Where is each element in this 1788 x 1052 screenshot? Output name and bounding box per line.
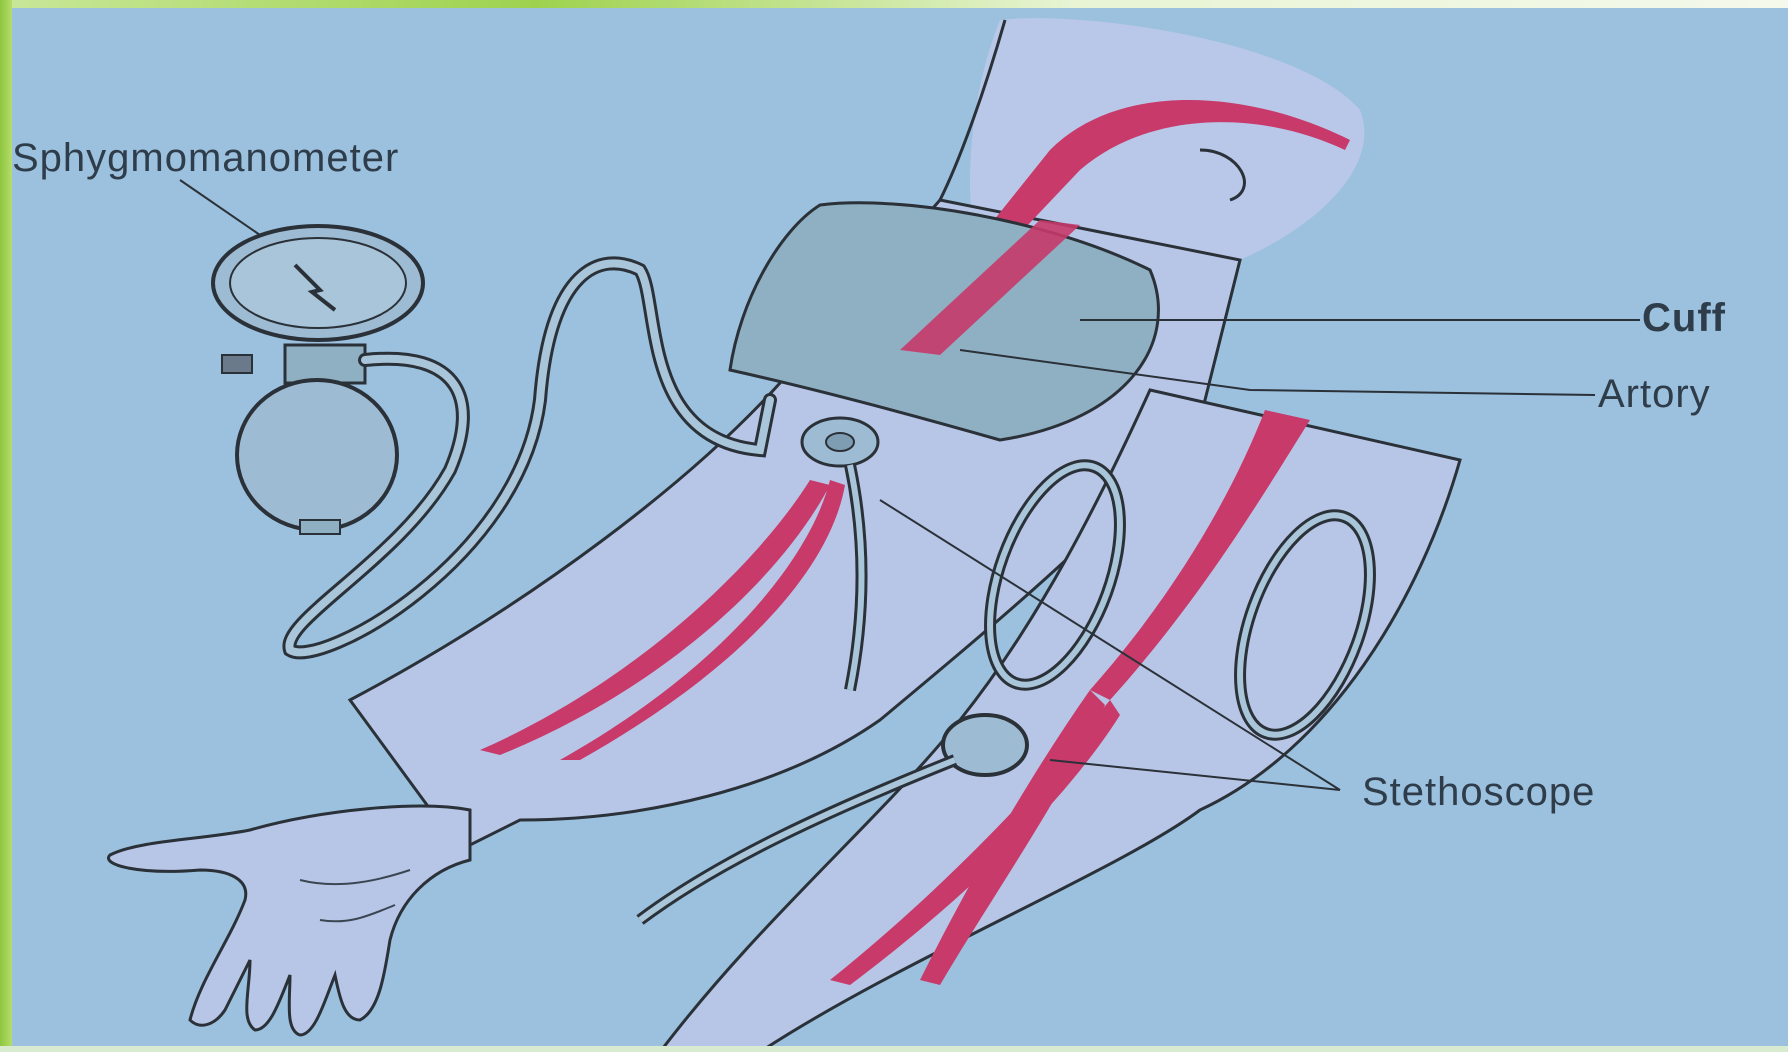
stethoscope-chestpiece-center bbox=[826, 433, 854, 451]
slide-frame-bottom bbox=[0, 1046, 1788, 1052]
label-sphygmomanometer: Sphygmomanometer bbox=[12, 138, 399, 178]
inflation-bulb bbox=[237, 380, 397, 530]
label-artery: Artory bbox=[1598, 374, 1711, 414]
label-stethoscope: Stethoscope bbox=[1362, 772, 1595, 812]
label-cuff: Cuff bbox=[1642, 298, 1726, 338]
hand bbox=[108, 806, 470, 1035]
gauge-knob bbox=[222, 355, 252, 373]
gauge-inner bbox=[230, 238, 406, 328]
leader-sphygmomanometer bbox=[180, 180, 260, 235]
bulb-base bbox=[300, 520, 340, 534]
gauge-valve bbox=[285, 345, 365, 383]
